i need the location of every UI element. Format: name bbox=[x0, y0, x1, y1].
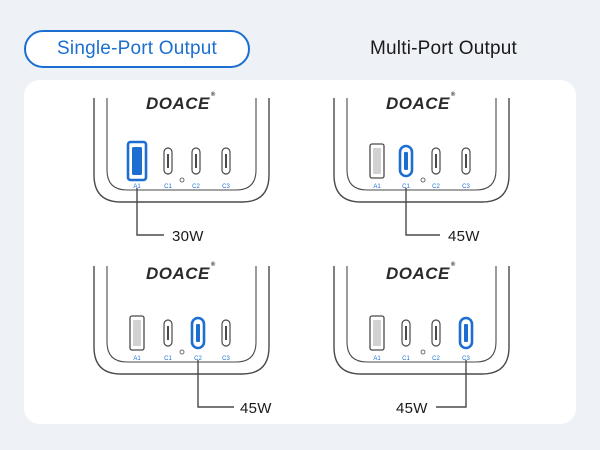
output-mode-tabs: Single-Port Output Multi-Port Output bbox=[0, 0, 600, 78]
brand-logo: DOACE® bbox=[146, 262, 216, 283]
tab-multi-port-output[interactable]: Multi-Port Output bbox=[370, 38, 518, 59]
port-c2 bbox=[191, 147, 201, 175]
port-a1 bbox=[369, 143, 385, 179]
port-label-c3: C3 bbox=[462, 184, 470, 190]
indicator-light bbox=[179, 177, 185, 183]
wattage-label: 30W bbox=[172, 228, 204, 245]
wattage-label: 45W bbox=[240, 400, 272, 417]
port-label-c1: C1 bbox=[164, 356, 172, 362]
port-label-a1: A1 bbox=[133, 184, 141, 190]
charger-diagram-c3: DOACE® A1 C1 C2 C3 45W bbox=[300, 252, 576, 424]
port-label-c2: C2 bbox=[432, 356, 440, 362]
port-c3 bbox=[221, 319, 231, 347]
leader-line bbox=[136, 188, 164, 236]
port-c1 bbox=[163, 147, 173, 175]
port-c2 bbox=[431, 319, 441, 347]
indicator-light bbox=[420, 349, 426, 355]
charger-outline bbox=[333, 266, 510, 408]
port-c2 bbox=[190, 316, 206, 350]
port-c3 bbox=[458, 316, 474, 350]
tab-single-port-output[interactable]: Single-Port Output bbox=[24, 30, 250, 68]
wattage-label: 45W bbox=[448, 228, 480, 245]
port-label-c3: C3 bbox=[222, 184, 230, 190]
leader-line bbox=[436, 360, 467, 408]
charger-outline bbox=[93, 266, 270, 408]
port-a1 bbox=[129, 315, 145, 351]
port-label-c3: C3 bbox=[222, 356, 230, 362]
port-a1 bbox=[126, 140, 148, 182]
brand-logo: DOACE® bbox=[386, 92, 456, 113]
leader-line bbox=[405, 188, 440, 236]
charger-outline bbox=[93, 98, 270, 236]
port-c1 bbox=[401, 319, 411, 347]
port-label-a1: A1 bbox=[373, 356, 381, 362]
port-label-c2: C2 bbox=[194, 356, 202, 362]
wattage-label: 45W bbox=[396, 400, 428, 417]
port-c1 bbox=[398, 144, 414, 178]
port-label-c2: C2 bbox=[192, 184, 200, 190]
port-a1 bbox=[369, 315, 385, 351]
indicator-light bbox=[179, 349, 185, 355]
leader-line bbox=[197, 360, 234, 408]
port-label-c1: C1 bbox=[402, 184, 410, 190]
charger-diagrams-panel: DOACE® A1 C1 C2 C3 30W DOACE® A1 C1 C2 C… bbox=[24, 80, 576, 424]
port-label-c3: C3 bbox=[462, 356, 470, 362]
port-label-c1: C1 bbox=[164, 184, 172, 190]
charger-diagram-a1: DOACE® A1 C1 C2 C3 30W bbox=[24, 80, 300, 252]
port-c1 bbox=[163, 319, 173, 347]
port-c3 bbox=[461, 147, 471, 175]
charger-outline bbox=[333, 98, 510, 236]
port-c2 bbox=[431, 147, 441, 175]
port-label-c1: C1 bbox=[402, 356, 410, 362]
port-c3 bbox=[221, 147, 231, 175]
charger-diagram-c2: DOACE® A1 C1 C2 C3 45W bbox=[24, 252, 300, 424]
indicator-light bbox=[420, 177, 426, 183]
port-label-c2: C2 bbox=[432, 184, 440, 190]
brand-logo: DOACE® bbox=[386, 262, 456, 283]
port-label-a1: A1 bbox=[133, 356, 141, 362]
charger-diagram-c1: DOACE® A1 C1 C2 C3 45W bbox=[300, 80, 576, 252]
brand-logo: DOACE® bbox=[146, 92, 216, 113]
port-label-a1: A1 bbox=[373, 184, 381, 190]
